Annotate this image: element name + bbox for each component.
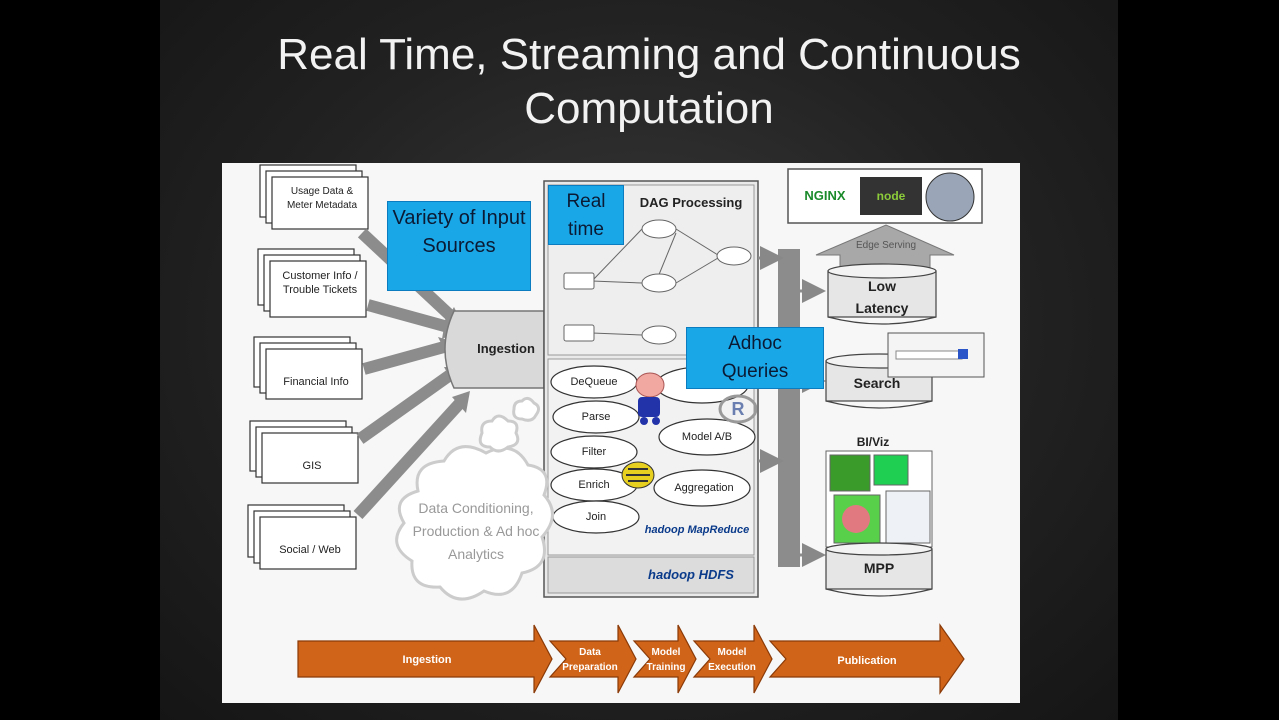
source-arrows — [353, 228, 465, 520]
hadoop-hdfs-logo: hadoop HDFS — [648, 567, 734, 582]
biviz-thumbnails — [825, 450, 933, 548]
op-enrich: Enrich — [578, 479, 610, 491]
ingestion-label: Ingestion — [477, 341, 535, 356]
edge-serving-label: Edge Serving — [855, 240, 917, 251]
r-logo-label: R — [731, 399, 745, 419]
ingestion-shape — [444, 310, 545, 389]
slide-title: Real Time, Streaming and Continuous Comp… — [160, 28, 1138, 136]
mpp-label: MPP — [863, 560, 895, 576]
source-label-social: Social / Web — [279, 544, 341, 556]
cloud-text: Data Conditioning, Production & Ad hoc A… — [412, 500, 540, 562]
source-stack-customer — [257, 248, 367, 318]
op-join: Join — [585, 511, 607, 523]
source-stack-usage — [259, 164, 369, 230]
low-latency-cylinder — [827, 263, 937, 325]
pipeline-publication: Publication — [837, 655, 897, 667]
mongo-logo-icon — [925, 172, 975, 222]
source-label-usage: Usage Data & Meter Metadata — [286, 186, 358, 211]
source-stack-social — [247, 504, 357, 570]
small-cloud — [478, 414, 520, 453]
tiny-cloud — [512, 396, 541, 422]
source-label-gis: GIS — [302, 460, 322, 472]
pipeline-data-preparation: Data Preparation — [562, 647, 618, 673]
nginx-logo: NGINX — [804, 188, 846, 203]
op-aggregation: Aggregation — [674, 482, 734, 494]
dag-graph — [563, 219, 752, 345]
hdfs-area — [547, 556, 755, 594]
hadoop-mapreduce-logo: hadoop MapReduce — [644, 524, 750, 536]
variety-sources-callout: Variety of Input Sources — [387, 201, 531, 291]
source-stack-financial — [253, 336, 363, 400]
adhoc-queries-callout: Adhoc Queries — [686, 327, 824, 389]
biviz-label: BI/Viz — [856, 435, 890, 449]
title-line-1: Real Time, Streaming and Continuous — [277, 30, 1021, 79]
hive-bee-icon — [621, 461, 655, 489]
low-latency-label: Low Latency — [855, 278, 909, 316]
output-bus — [778, 249, 800, 567]
op-dequeue: DeQueue — [570, 376, 618, 388]
mpp-cylinder — [825, 542, 933, 597]
pipeline-model-execution: Model Execution — [708, 647, 756, 673]
pipeline-model-training: Model Training — [646, 647, 686, 673]
op-filter: Filter — [581, 446, 607, 458]
node-logo-bg — [860, 177, 922, 215]
search-window — [887, 332, 985, 378]
r-logo-icon — [718, 394, 758, 424]
analytics-cloud — [395, 445, 554, 601]
pig-mascot-icon — [635, 372, 665, 425]
pipeline-arrows — [297, 623, 965, 695]
search-label: Search — [853, 375, 901, 391]
node-logo: node — [876, 189, 906, 203]
dag-processing-title: DAG Processing — [639, 195, 743, 210]
edge-serving-arrow — [815, 224, 955, 270]
pipeline-ingestion: Ingestion — [402, 654, 452, 666]
source-label-financial: Financial Info — [283, 376, 349, 388]
title-line-2: Computation — [524, 84, 774, 133]
op-model-ab: Model A/B — [681, 431, 733, 443]
realtime-callout: Real time — [548, 185, 624, 245]
architecture-diagram: Usage Data & Meter Metadata Customer Inf… — [222, 163, 1020, 703]
source-stack-gis — [249, 420, 359, 484]
op-parse: Parse — [581, 411, 611, 423]
source-label-customer: Customer Info / Trouble Tickets — [282, 270, 358, 296]
